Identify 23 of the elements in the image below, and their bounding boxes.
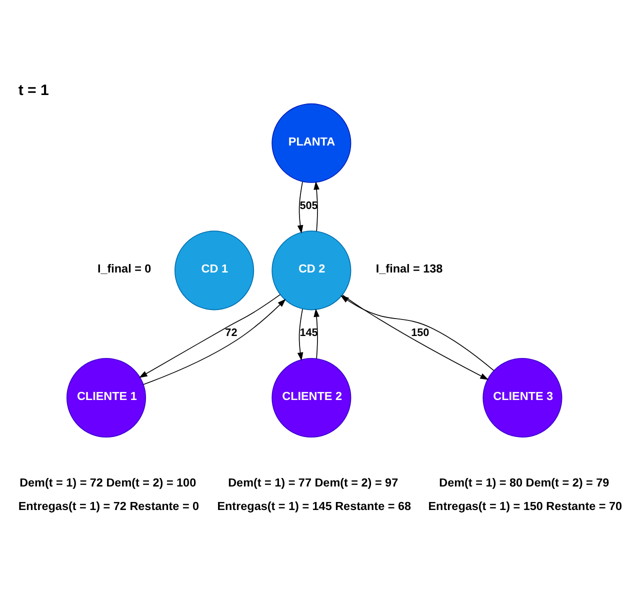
node-circle: CD 2	[272, 230, 352, 310]
arrow	[297, 308, 304, 361]
node-circle: PLANTA	[272, 103, 352, 183]
arrow	[297, 181, 304, 234]
diagram-title: t = 1	[18, 82, 49, 99]
node-label: I_final = 0	[97, 262, 152, 276]
node-circle: CLIENTE 1	[66, 358, 146, 438]
node-label: Dem(t = 1) = 80 Dem(t = 2) = 79	[439, 476, 610, 490]
arrow	[142, 298, 286, 385]
node-label: Entregas(t = 1) = 150 Restante = 70	[428, 500, 622, 514]
node-label: Entregas(t = 1) = 145 Restante = 68	[217, 500, 411, 514]
node-label: I_final = 138	[376, 262, 443, 276]
node-circle: CLIENTE 3	[482, 358, 562, 438]
edge-label: 72	[225, 327, 238, 340]
arrow	[314, 308, 320, 359]
node-label: Dem(t = 1) = 72 Dem(t = 2) = 100	[20, 476, 196, 490]
node-label: Dem(t = 1) = 77 Dem(t = 2) = 97	[228, 476, 398, 490]
node-circle: CLIENTE 2	[272, 358, 352, 438]
node-label: Entregas(t = 1) = 72 Restante = 0	[18, 500, 200, 514]
edge-label: 150	[411, 327, 430, 340]
arrow	[314, 181, 320, 232]
arrow	[138, 294, 280, 378]
node-circle: CD 1	[174, 230, 254, 310]
